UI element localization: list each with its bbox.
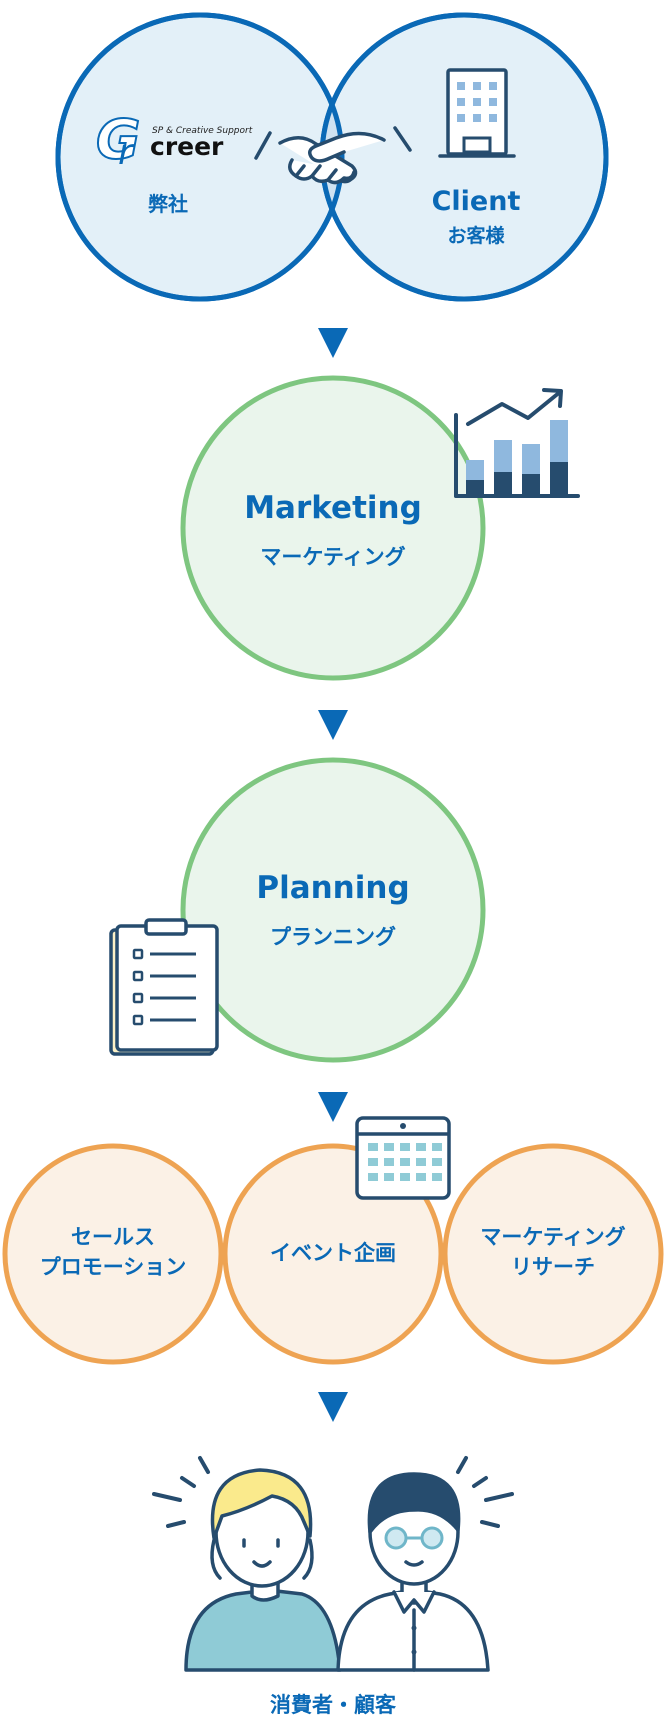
planning-subtitle: プランニング: [270, 925, 396, 949]
service-circle-marketing-research: [442, 1143, 664, 1365]
service-label-line1: セールス: [71, 1225, 155, 1249]
bar-chart-icon: [454, 388, 580, 498]
services-group: セールス プロモーション イベント企画 マーケティング リサーチ: [2, 1116, 664, 1365]
planning-circle: [180, 757, 486, 1063]
man-figure: [336, 1472, 490, 1672]
client-title: Client: [432, 186, 521, 217]
client-label: お客様: [447, 224, 505, 247]
svg-text:G: G: [96, 108, 140, 171]
marketing-step: Marketing マーケティング: [180, 375, 580, 681]
marketing-circle: [180, 375, 486, 681]
partners-venn: G r SP & Creative Support creer 弊社: [55, 12, 609, 302]
planning-title: Planning: [256, 870, 409, 906]
logo-tagline: SP & Creative Support: [152, 126, 253, 136]
flow-arrow-3: [318, 1092, 348, 1122]
marketing-subtitle: マーケティング: [260, 545, 405, 569]
emphasis-marks: [152, 1456, 514, 1528]
planning-step: Planning プランニング: [109, 757, 486, 1063]
service-label-line2: リサーチ: [511, 1255, 595, 1279]
consumers-label: 消費者・顧客: [270, 1693, 397, 1717]
service-label-line1: イベント企画: [270, 1241, 396, 1265]
consumers-illustration: 消費者・顧客: [152, 1456, 514, 1717]
handshake-icon: [252, 124, 412, 185]
company-label: 弊社: [148, 192, 188, 216]
clipboard-icon: [109, 918, 219, 1056]
flow-arrow-2: [318, 710, 348, 740]
flow-arrow-4: [318, 1392, 348, 1422]
logo-text: creer: [150, 132, 224, 161]
service-label-line2: プロモーション: [40, 1255, 187, 1279]
service-circle-sales-promotion: [2, 1143, 224, 1365]
woman-figure: [184, 1468, 342, 1672]
calendar-icon: [355, 1116, 451, 1200]
flow-arrow-1: [318, 328, 348, 358]
building-icon: [438, 68, 516, 158]
marketing-title: Marketing: [244, 490, 422, 526]
service-circle-event-planning: [222, 1143, 444, 1365]
creer-logo: G r SP & Creative Support creer: [95, 107, 253, 173]
service-label-line1: マーケティング: [480, 1225, 625, 1249]
svg-text:r: r: [118, 132, 135, 173]
